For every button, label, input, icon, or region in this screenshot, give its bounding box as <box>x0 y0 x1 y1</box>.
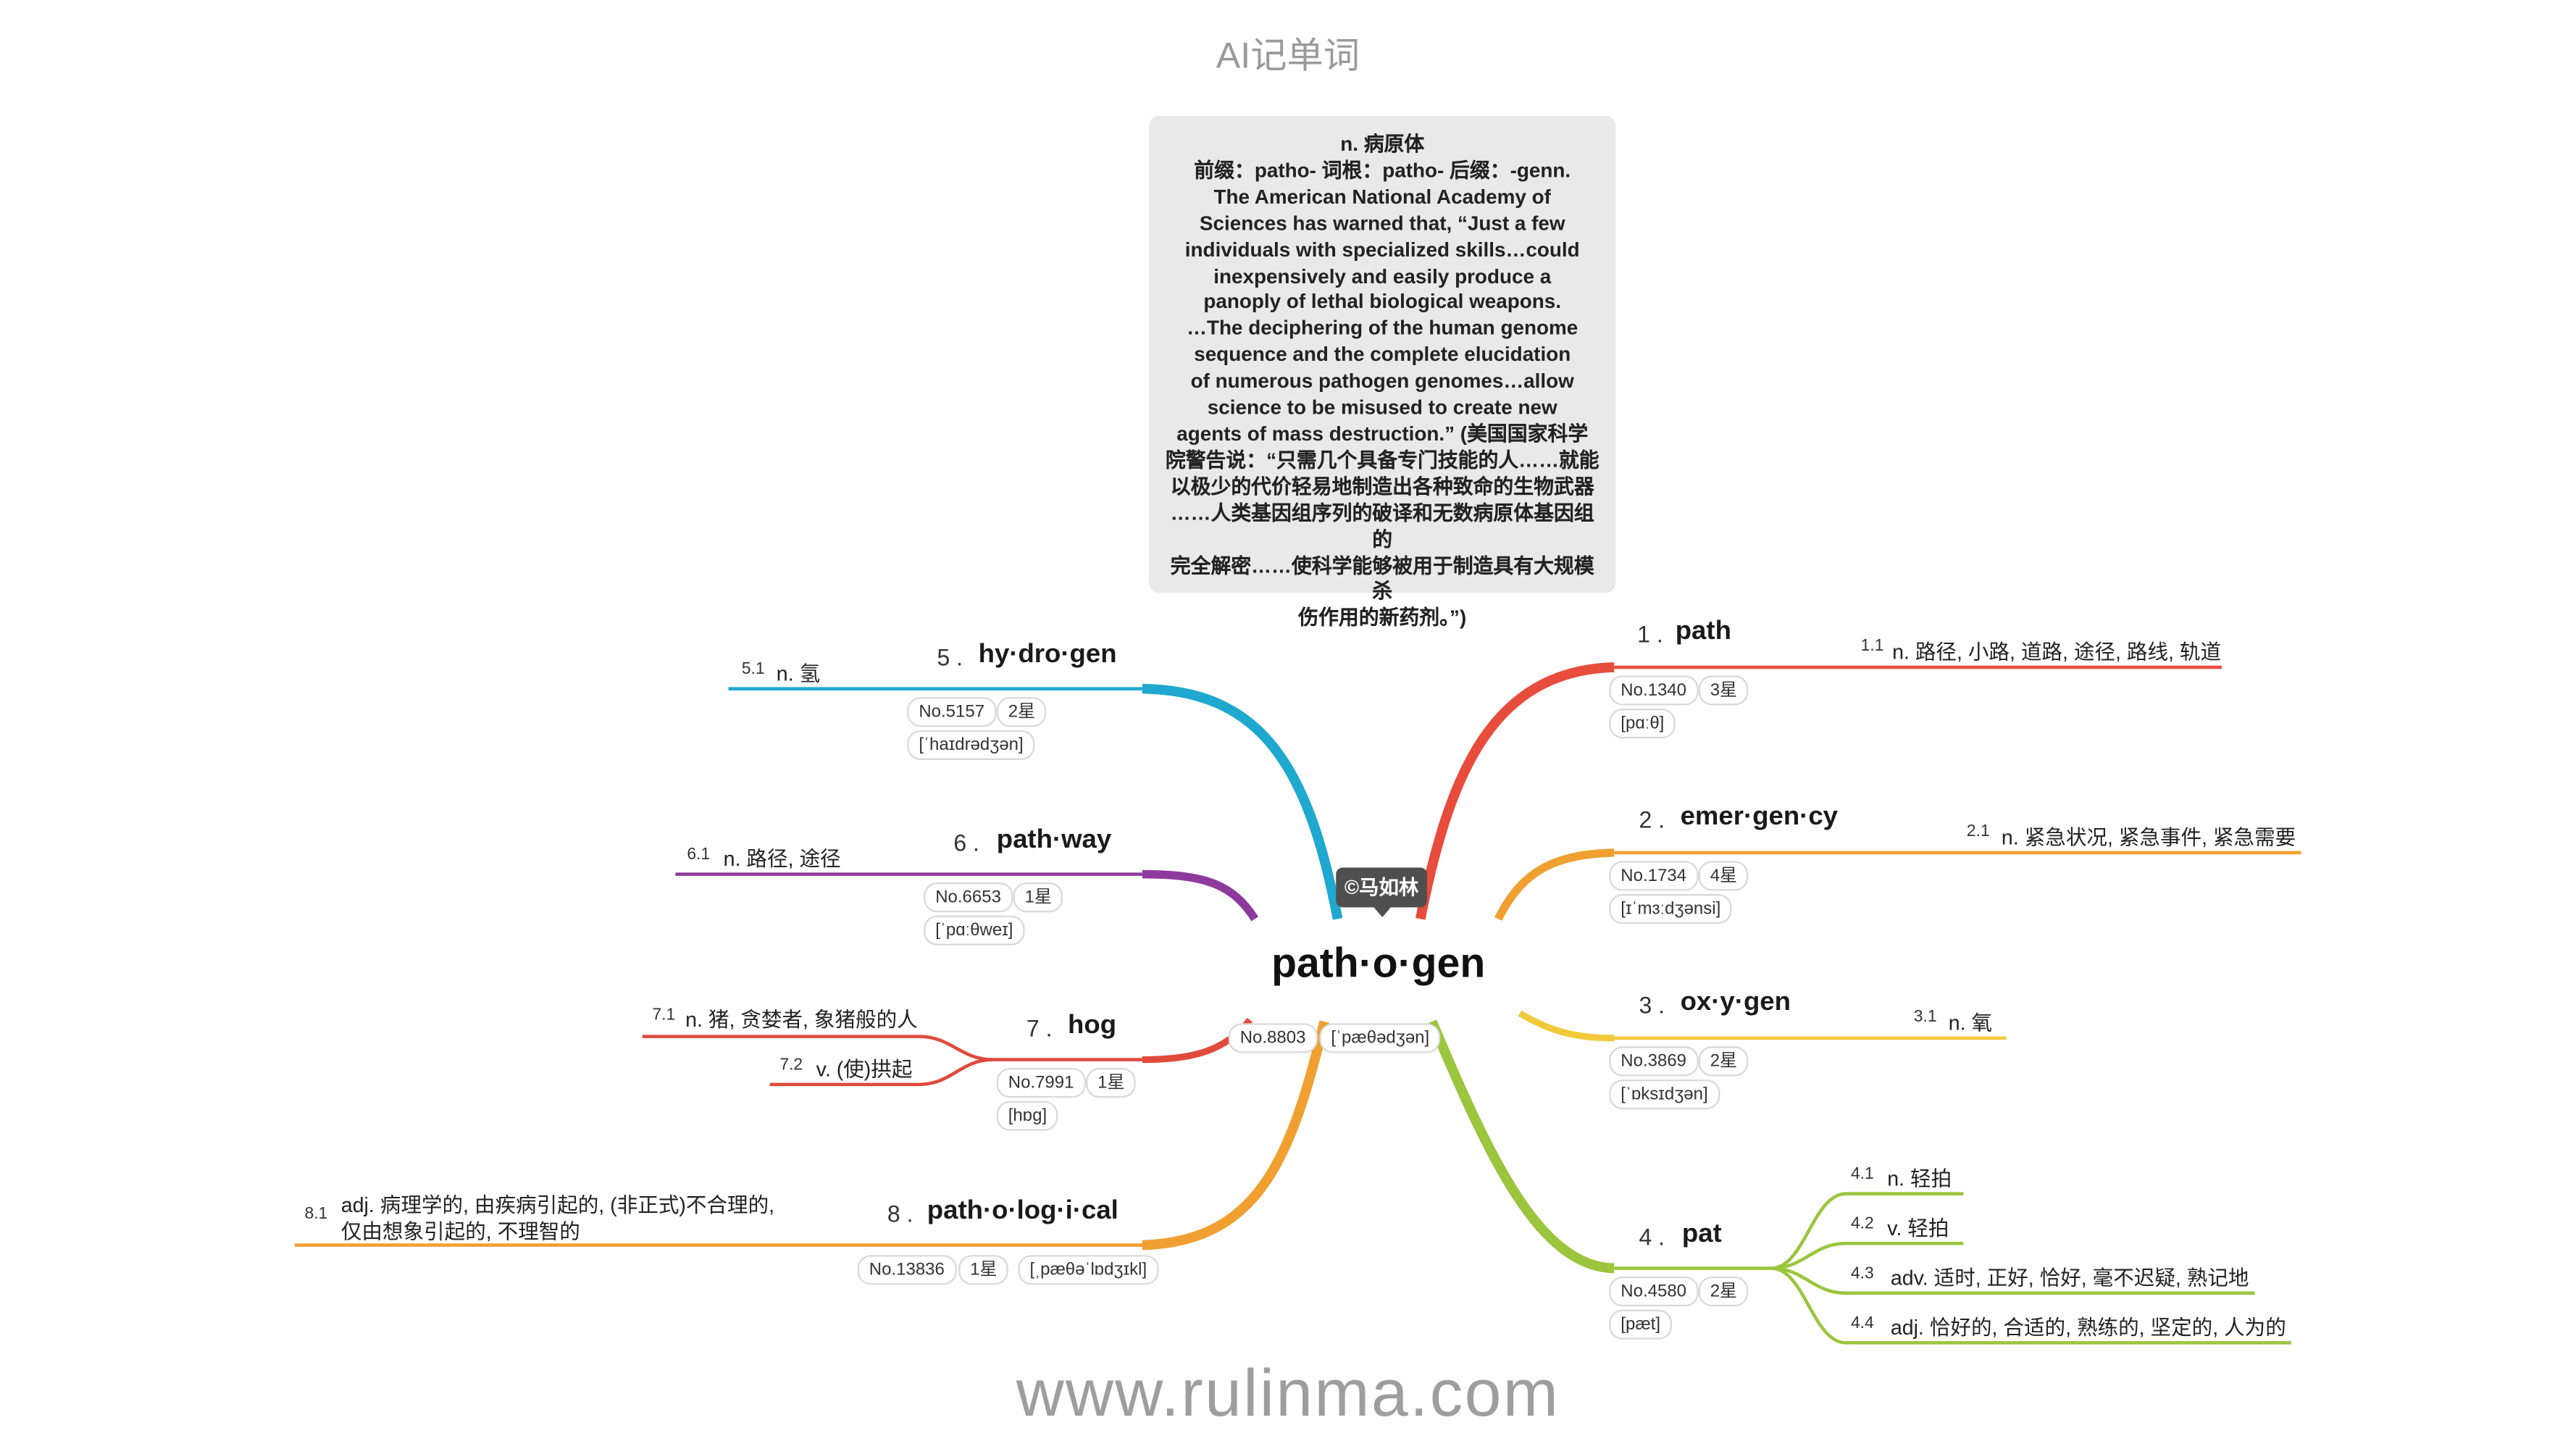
definition-text: n. 路径, 小路, 道路, 途径, 路线, 轨道 <box>1892 640 2222 664</box>
definition-text: v. (使)拱起 <box>816 1058 913 1082</box>
definition-index: 4.3 <box>1850 1264 1874 1284</box>
definition-index: 5.1 <box>741 660 765 679</box>
definition-note-card: n. 病原体 前缀：patho- 词根：patho- 后缀：-genn. The… <box>1148 115 1616 630</box>
branch-4-number-tag: No.4580 <box>1609 1276 1699 1307</box>
definition-text: n. 氢 <box>776 662 821 686</box>
branch-8-number-tag: No.13836 <box>857 1255 956 1285</box>
note-line: n. 病原体 <box>1340 132 1425 156</box>
definition-index: 4.1 <box>1850 1165 1874 1184</box>
definition-index: 7.1 <box>652 1006 676 1025</box>
branch-5-word[interactable]: hy·dro·gen <box>978 640 1117 669</box>
note-line: panoply of lethal biological weapons. <box>1203 290 1562 314</box>
definition-text: adj. 病理学的, 由疾病引起的, (非正式)不合理的, <box>340 1193 775 1217</box>
note-line: Sciences has warned that, “Just a few <box>1199 211 1565 235</box>
app-title: AI记单词 <box>1216 34 1360 77</box>
definition-text: adj. 恰好的, 合适的, 熟练的, 坚定的, 人为的 <box>1890 1316 2286 1340</box>
branch-3-number: 3 . <box>1639 991 1665 1019</box>
center-number-tag: No.8803 <box>1228 1023 1318 1053</box>
connector-pathological <box>1142 1020 1329 1250</box>
note-line: of numerous pathogen genomes…allow <box>1190 369 1574 393</box>
branch-6-stars-tag: 1星 <box>1013 882 1063 913</box>
connector-hydrogen <box>1142 683 1343 920</box>
note-line: 完全解密……使科学能够被用于制造具有大规模杀 <box>1170 554 1594 604</box>
note-line: sequence and the complete elucidation <box>1194 343 1571 367</box>
definition-index: 7.2 <box>779 1056 803 1075</box>
branch-5-phonetic-tag: [ˈhaɪdrədʒən] <box>907 730 1035 760</box>
branch-4-stars-tag: 2星 <box>1698 1276 1749 1307</box>
definition-index: 1.1 <box>1860 637 1884 656</box>
note-line: science to be misused to create new <box>1207 396 1557 419</box>
center-phonetic-tag: [ˈpæθədʒən] <box>1319 1023 1442 1053</box>
definition-index: 3.1 <box>1913 1008 1937 1027</box>
note-line: The American National Academy of <box>1213 185 1551 209</box>
branch-1-stars-tag: 3星 <box>1698 675 1749 706</box>
branch-3-number-tag: No.3869 <box>1609 1046 1699 1077</box>
definition-text: v. 轻拍 <box>1887 1216 1949 1240</box>
branch-8-stars-tag: 1星 <box>958 1255 1009 1285</box>
branch-7-phonetic-tag: [hɒɡ] <box>996 1101 1059 1131</box>
branch-4-word[interactable]: pat <box>1681 1220 1722 1249</box>
definition-text: n. 路径, 途径 <box>723 848 841 872</box>
connector-path <box>1415 662 1615 920</box>
branch-7-word[interactable]: hog <box>1068 1011 1117 1040</box>
definition-text-continued: 仅由想象引起的, 不理智的 <box>340 1220 580 1244</box>
note-line: individuals with specialized skills…coul… <box>1184 238 1580 262</box>
branch-8-number: 8 . <box>887 1200 913 1227</box>
branch-1-number: 1 . <box>1637 620 1663 648</box>
branch-2-word[interactable]: emer·gen·cy <box>1680 803 1839 832</box>
definition-index: 4.4 <box>1850 1314 1874 1333</box>
branch-6-number-tag: No.6653 <box>924 882 1013 913</box>
branch-4-number: 4 . <box>1639 1223 1665 1250</box>
copyright-badge-pointer <box>1372 906 1392 918</box>
branch-3-phonetic-tag: [ˈɒksɪdʒən] <box>1609 1080 1720 1110</box>
branch-2-phonetic-tag: [ɪˈmɜːdʒənsi] <box>1609 894 1733 924</box>
branch-7-stars-tag: 1星 <box>1086 1068 1137 1098</box>
connector-emergency <box>1494 848 1615 921</box>
definition-text: adv. 适时, 正好, 恰好, 毫不迟疑, 熟记地 <box>1890 1266 2249 1290</box>
branch-8-word[interactable]: path·o·log·i·cal <box>927 1197 1118 1226</box>
definition-index: 2.1 <box>1966 822 1990 841</box>
note-line: agents of mass destruction.” (美国国家科学 <box>1176 422 1589 446</box>
definition-index: 6.1 <box>687 845 711 864</box>
definition-text: n. 猪, 贪婪者, 象猪般的人 <box>685 1008 918 1032</box>
branch-5-number: 5 . <box>937 643 963 671</box>
connector-oxygen <box>1518 1010 1615 1042</box>
note-line: 以极少的代价轻易地制造出各种致命的生物武器 <box>1170 475 1594 498</box>
footer-url[interactable]: www.rulinma.com <box>1016 1357 1560 1431</box>
branch-7-number-tag: No.7991 <box>996 1068 1086 1098</box>
note-line: ……人类基因组序列的破译和无数病原体基因组的 <box>1170 501 1594 551</box>
branch-5-number-tag: No.5157 <box>907 697 997 727</box>
definition-index: 8.1 <box>304 1205 328 1224</box>
branch-1-word[interactable]: path <box>1675 617 1731 646</box>
definition-text: n. 氧 <box>1948 1011 1993 1035</box>
branch-1-number-tag: No.1340 <box>1609 675 1699 706</box>
note-line: 伤作用的新药剂。”) <box>1298 606 1467 630</box>
definition-text: n. 紧急状况, 紧急事件, 紧急需要 <box>2001 826 2296 850</box>
definition-text: n. 轻拍 <box>1887 1167 1952 1191</box>
note-line: 院警告说：“只需几个具备专门技能的人……就能 <box>1165 448 1599 472</box>
note-line: 前缀：patho- 词根：patho- 后缀：-genn. <box>1194 159 1571 183</box>
branch-2-stars-tag: 4星 <box>1698 861 1749 891</box>
definition-index: 4.2 <box>1850 1215 1874 1234</box>
branch-6-phonetic-tag: [ˈpɑːθweɪ] <box>924 915 1025 945</box>
branch-5-stars-tag: 2星 <box>996 697 1047 727</box>
branch-7-number: 7 . <box>1026 1014 1053 1042</box>
connector-pathway <box>1142 869 1259 922</box>
branch-4-phonetic-tag: [pæt] <box>1609 1309 1673 1340</box>
note-line: inexpensively and easily produce a <box>1213 264 1552 288</box>
branch-2-number: 2 . <box>1639 806 1665 833</box>
branch-3-stars-tag: 2星 <box>1698 1046 1749 1077</box>
branch-6-word[interactable]: path·way <box>996 826 1112 855</box>
branch-2-number-tag: No.1734 <box>1609 861 1699 891</box>
branch-3-word[interactable]: ox·y·gen <box>1680 988 1791 1017</box>
branch-8-phonetic-tag: [ˌpæθəˈlɒdʒɪkl] <box>1018 1255 1159 1285</box>
note-line: …The deciphering of the human genome <box>1187 317 1578 341</box>
connector-pat <box>1427 1019 1615 1274</box>
branch-1-phonetic-tag: [pɑːθ] <box>1609 709 1676 739</box>
branch-6-number: 6 . <box>953 829 979 856</box>
center-word[interactable]: path·o·gen <box>1271 940 1486 987</box>
copyright-badge: ©马如林 <box>1336 867 1427 908</box>
